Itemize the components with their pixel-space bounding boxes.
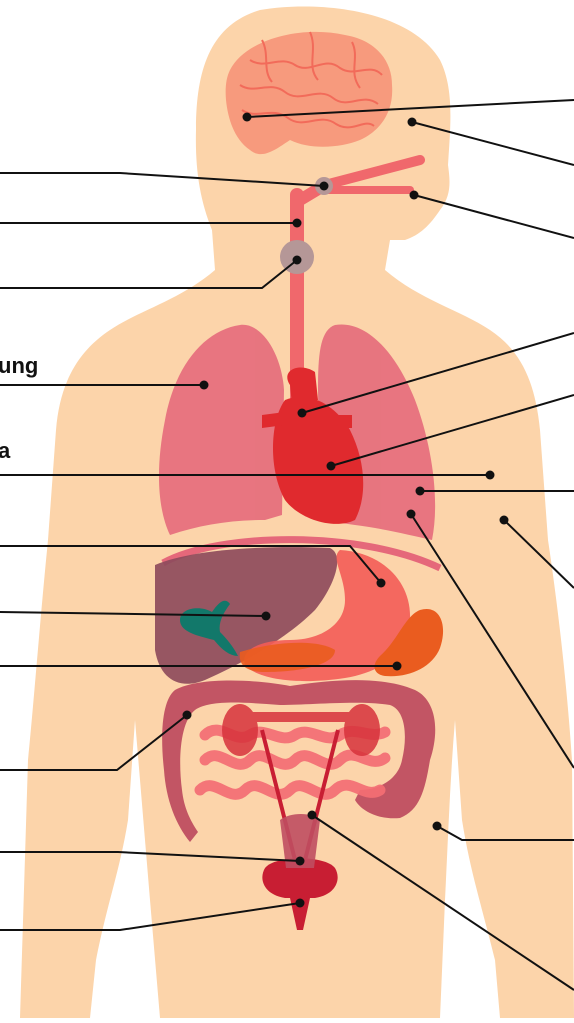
label-lung: ung (0, 355, 38, 377)
brain-icon (226, 32, 393, 154)
label-aorta: a (0, 440, 10, 462)
leader-mouth (414, 195, 574, 238)
